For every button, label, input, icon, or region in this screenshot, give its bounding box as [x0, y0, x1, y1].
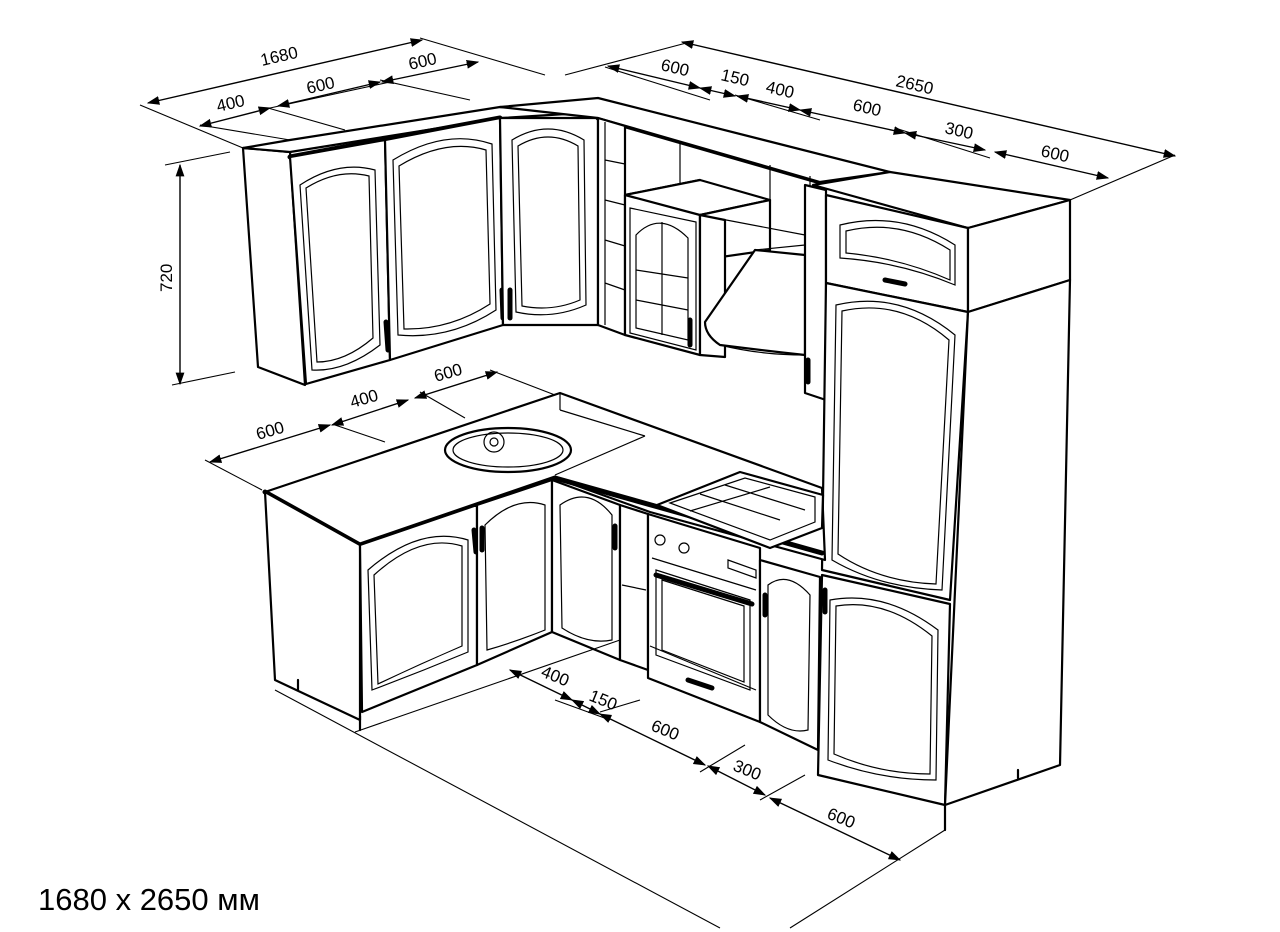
dim-upper-left-c: 600 [407, 49, 439, 74]
dim-upper-right-total: 2650 [894, 71, 935, 98]
dim-upper-left-a: 400 [215, 91, 247, 116]
upper-cabinets [241, 96, 892, 402]
dim-upper-right-d: 600 [851, 95, 883, 120]
dim-upper-right-b: 150 [719, 65, 751, 90]
dimension-lines [139, 37, 1177, 929]
dim-lower-left-c: 600 [432, 360, 465, 386]
dim-upper-right-c: 400 [764, 77, 796, 102]
dim-upper-right-e: 300 [943, 118, 975, 143]
dim-lower-left-b: 400 [348, 386, 381, 412]
dim-upper-right-a: 600 [659, 55, 691, 80]
caption-total-size: 1680 x 2650 мм [38, 882, 260, 917]
dim-lower-right-e: 600 [825, 804, 858, 832]
dim-upper-left-total: 1680 [259, 43, 300, 70]
tall-column [811, 170, 1072, 832]
dim-height: 720 [157, 264, 176, 292]
lower-cabinets [262, 391, 827, 752]
